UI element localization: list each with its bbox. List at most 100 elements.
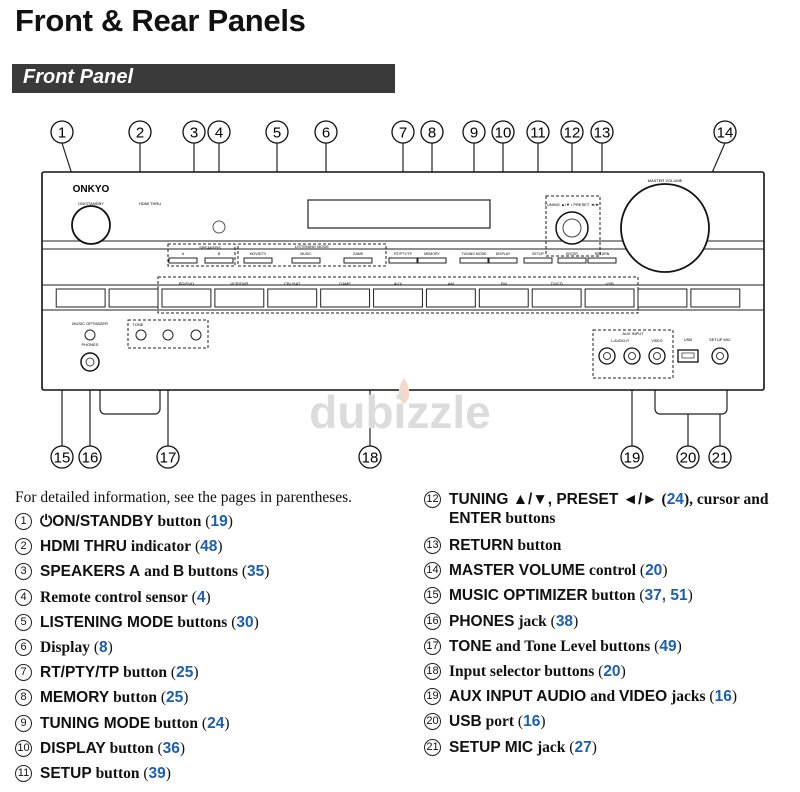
legend-name: PHONES xyxy=(449,612,515,630)
tone-label: TONE xyxy=(132,322,143,327)
panel-button-tuning-mode[interactable] xyxy=(459,257,489,264)
legend-number: 15 xyxy=(424,587,441,605)
page-reference: 16 xyxy=(714,688,732,706)
legend-desc: button xyxy=(153,513,202,530)
panel-button-music[interactable] xyxy=(291,257,321,264)
legend-text: AUX INPUT AUDIO and VIDEO jacks (16) xyxy=(449,688,737,706)
legend-text: Remote control sensor (4) xyxy=(40,588,211,606)
panel-button-display[interactable] xyxy=(488,257,518,264)
callout-13 xyxy=(590,120,614,144)
callout-19 xyxy=(620,445,644,469)
callout-number: 21 xyxy=(712,450,729,467)
panel-button-enter[interactable] xyxy=(557,257,587,264)
input-selector-am[interactable] xyxy=(425,288,476,308)
legend-number: 7 xyxy=(15,664,32,682)
panel-button-movie-tv[interactable] xyxy=(243,257,273,264)
callout-number: 15 xyxy=(54,450,71,467)
panel-button-return[interactable] xyxy=(587,257,617,264)
callout-number: 19 xyxy=(624,450,641,467)
panel-button-b[interactable] xyxy=(204,257,234,264)
input-selector-vcr-dvr[interactable] xyxy=(214,288,265,308)
legend-name: HDMI THRU xyxy=(40,538,127,556)
hdmi-thru-indicator: HDMI THRU xyxy=(139,201,161,206)
page-reference: 24 xyxy=(207,714,225,732)
legend-text: RT/PTY/TP button (25) xyxy=(40,664,199,682)
svg-text:dubizzle: dubizzle xyxy=(309,386,490,438)
panel-button-rt-pty-tp[interactable] xyxy=(388,257,418,264)
input-selector-label: AM xyxy=(448,281,454,286)
page-reference: 25 xyxy=(176,664,194,682)
legend-text: Display (8) xyxy=(40,639,113,656)
callout-16 xyxy=(78,445,102,469)
page-reference: 39 xyxy=(148,765,166,782)
input-selector-tv-cd[interactable] xyxy=(531,288,582,308)
panel-button-game[interactable] xyxy=(343,257,373,264)
callout-9 xyxy=(462,120,486,144)
callout-6 xyxy=(314,120,338,144)
legend-number: 13 xyxy=(424,537,441,554)
legend-number: 5 xyxy=(15,613,32,631)
legend-desc: jack xyxy=(533,738,566,756)
blank-key xyxy=(637,288,688,308)
enter-button[interactable] xyxy=(562,218,582,238)
input-selector-cbl-sat[interactable] xyxy=(267,288,318,308)
callout-12 xyxy=(560,120,584,144)
legend-name: LISTENING MODE xyxy=(40,613,174,631)
panel-button-label: ENTER xyxy=(566,252,578,256)
page-reference: 49 xyxy=(659,637,677,655)
callout-4 xyxy=(207,120,231,144)
legend-name: USB xyxy=(449,713,482,731)
intro-text: For detailed information, see the pages … xyxy=(15,489,353,506)
callout-3 xyxy=(182,120,206,144)
tone-button[interactable] xyxy=(135,329,147,341)
callout-14 xyxy=(713,120,737,144)
legend-text: PHONES jack (38) xyxy=(449,612,579,630)
panel-button-a[interactable] xyxy=(168,257,198,264)
tone-plus-button[interactable] xyxy=(190,329,202,341)
legend-desc: button xyxy=(109,689,157,707)
panel-button-label: DISPLAY xyxy=(496,252,511,256)
blank-key xyxy=(108,288,159,308)
legend-desc: button xyxy=(587,587,636,605)
input-selector-game[interactable] xyxy=(320,288,371,308)
page-title: Front & Rear Panels xyxy=(15,3,306,38)
legend-name: MASTER VOLUME xyxy=(449,562,586,580)
legend-number: 19 xyxy=(424,688,441,706)
legend-text: RETURN button xyxy=(449,536,561,555)
input-selector-fm[interactable] xyxy=(478,288,529,308)
legend-text: SETUP MIC jack (27) xyxy=(449,738,597,756)
blank-key xyxy=(55,288,106,308)
legend-desc: jack xyxy=(514,612,547,630)
input-selector-aux[interactable] xyxy=(373,288,423,308)
legend-text: DISPLAY button (36) xyxy=(40,739,186,757)
legend-desc: button xyxy=(513,537,562,554)
legend-text: SPEAKERS A and B buttons (35) xyxy=(40,563,270,581)
callout-number: 13 xyxy=(594,125,611,142)
on-standby-button[interactable] xyxy=(71,205,111,245)
aux-input-label: AUX INPUT xyxy=(622,331,644,336)
remote-sensor xyxy=(212,220,226,234)
master-volume-knob[interactable] xyxy=(620,183,710,273)
legend-name: TUNING MODE xyxy=(40,714,151,732)
legend-desc: and xyxy=(140,563,173,581)
callout-20 xyxy=(676,445,700,469)
legend-desc: button xyxy=(119,664,168,682)
callout-number: 16 xyxy=(82,450,99,467)
panel-button-setup[interactable] xyxy=(523,257,553,264)
legend-number: 2 xyxy=(15,538,32,556)
input-selector-bd-dvd[interactable] xyxy=(161,288,212,308)
input-selector-usb[interactable] xyxy=(584,288,635,308)
panel-button-label: B xyxy=(218,252,221,256)
input-selector-label: AUX xyxy=(394,281,403,286)
callout-11 xyxy=(526,120,550,144)
panel-button-memory[interactable] xyxy=(417,257,447,264)
music-optimizer-button[interactable] xyxy=(84,329,96,341)
legend-name-2: VIDEO xyxy=(618,688,668,706)
legend-desc: and xyxy=(586,688,619,706)
legend-text: LISTENING MODE buttons (30) xyxy=(40,613,259,631)
tone-minus-button[interactable] xyxy=(162,329,174,341)
